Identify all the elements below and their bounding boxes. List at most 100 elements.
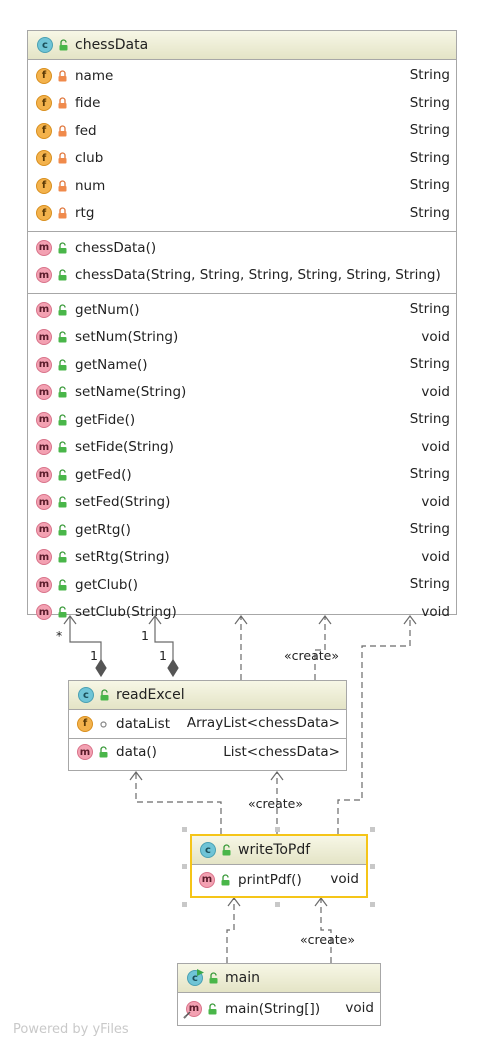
field-icon: f	[36, 205, 52, 222]
field-name: rtg	[75, 205, 95, 222]
method-type: void	[421, 328, 450, 345]
private-lock-icon	[56, 124, 68, 137]
selection-handle[interactable]	[182, 827, 187, 832]
method-type: String	[409, 466, 450, 482]
selection-handle[interactable]	[182, 902, 187, 907]
multiplicity-label: 1	[90, 648, 98, 663]
method-icon: m	[77, 744, 93, 761]
field-name: name	[75, 67, 114, 84]
public-icon	[57, 39, 69, 52]
method-icon: m	[36, 384, 52, 401]
selection-handle[interactable]	[370, 902, 375, 907]
composition-edge-1	[69, 616, 102, 660]
dependency-writeToPdf-readExcel	[135, 772, 222, 834]
method-icon: m	[36, 521, 52, 538]
dependency-main-writeToPdf	[226, 898, 235, 963]
static-method-icon: m	[183, 1000, 202, 1019]
field-name: fide	[75, 95, 101, 112]
class-header[interactable]: c readExcel	[69, 681, 346, 710]
public-icon	[56, 303, 68, 316]
public-icon	[56, 551, 68, 564]
selection-handle[interactable]	[275, 902, 280, 907]
method-type: String	[409, 576, 450, 592]
private-lock-icon	[56, 97, 68, 110]
create-label: «create»	[284, 648, 339, 663]
method-type: void	[421, 383, 450, 400]
public-icon	[98, 689, 110, 702]
method-name: data()	[116, 744, 157, 761]
class-header[interactable]: c main	[178, 964, 380, 993]
selection-handle[interactable]	[182, 864, 187, 869]
field-name: num	[75, 177, 106, 194]
method-icon: m	[36, 439, 52, 456]
selection-handle[interactable]	[370, 864, 375, 869]
class-name: writeToPdf	[238, 842, 311, 858]
method-type: void	[421, 603, 450, 620]
field-icon: f	[36, 150, 52, 167]
private-lock-icon	[56, 207, 68, 220]
field-icon: f	[36, 67, 52, 84]
public-icon	[56, 413, 68, 426]
field-type: String	[409, 122, 450, 138]
method-name: setFed(String)	[75, 494, 171, 511]
selection-handle[interactable]	[275, 827, 280, 832]
private-lock-icon	[56, 152, 68, 165]
method-name: main(String[])	[225, 1000, 321, 1017]
method-icon: m	[36, 411, 52, 428]
method-icon: m	[36, 494, 52, 511]
dependency-writeToPdf-chessData	[337, 616, 411, 834]
public-icon	[56, 331, 68, 344]
method-name: setFide(String)	[75, 439, 174, 456]
create-label: «create»	[300, 932, 355, 947]
field-icon: f	[36, 177, 52, 194]
public-icon	[97, 746, 109, 759]
method-icon: m	[36, 267, 52, 284]
class-icon: c	[37, 37, 53, 53]
field-name: fed	[75, 122, 97, 139]
selection-handle[interactable]	[370, 827, 375, 832]
method-type: String	[409, 521, 450, 537]
method-name: printPdf()	[238, 871, 302, 888]
multiplicity-label: 1	[159, 648, 167, 663]
class-header[interactable]: c chessData	[28, 31, 456, 60]
class-header[interactable]: c writeToPdf	[192, 836, 366, 865]
private-lock-icon	[56, 179, 68, 192]
method-icon: m	[36, 301, 52, 318]
field-type: ArrayList<chessData>	[186, 715, 340, 731]
method-name: setNum(String)	[75, 329, 179, 346]
method-name: setClub(String)	[75, 604, 177, 621]
method-name: setRtg(String)	[75, 549, 170, 566]
